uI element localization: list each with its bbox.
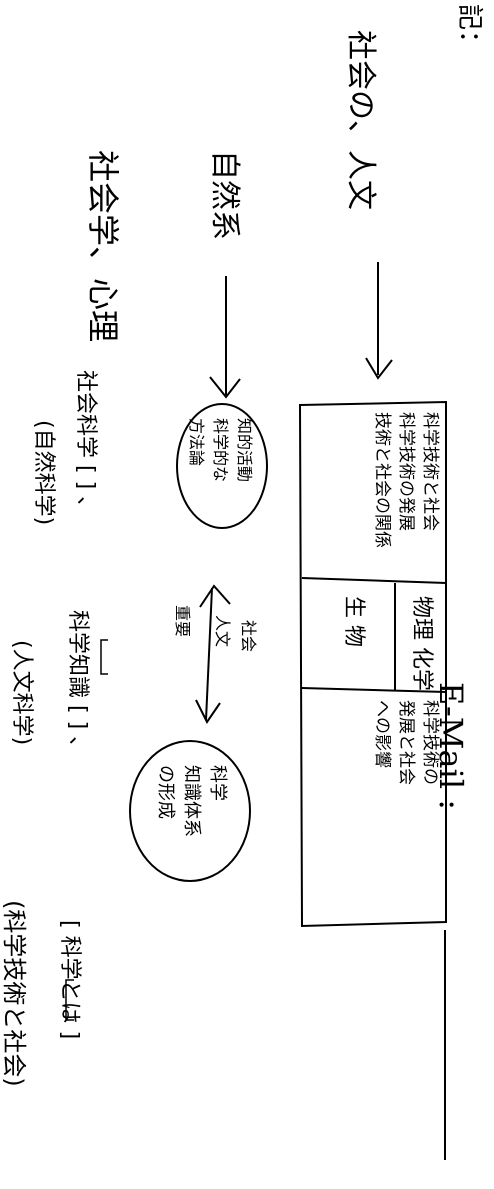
double-arrow-shaft [205,587,213,721]
double-arrowhead-down [195,699,221,724]
annotation-group-left: (人文科学) [9,640,34,746]
annotation-left-upper: 社会学、心理 [84,150,122,343]
arrow-label-3: 社会 [239,620,258,653]
circle-bottom-line-3: の形成 [155,765,176,819]
annotation-near-circle: 社会科学 [ ] 、 [73,370,98,519]
double-arrowhead-up [199,584,231,608]
arrowhead-right [365,357,393,380]
arrow-label-1: 重要 [173,605,192,638]
box-bottom-line-1: 科学技術の [420,700,440,785]
annotation-group-middle: 科学知識 [ ] 、 [65,610,90,759]
note-label: 記： [454,4,484,57]
box-mid-upper: 物理 化学 [409,596,434,691]
circle-bottom-line-2: 知識体系 [181,765,202,837]
box-mid-lower: 生 物 [341,596,366,647]
circle-bottom [129,740,251,882]
box-top-line-2: 科学技術の発展 [396,412,416,531]
annotation-top-right: 社会の、人文 [343,30,378,210]
annotation-far-left-bottom: (科学技術と社会) [0,900,28,1087]
category-box [298,400,447,928]
circle-bottom-line-1: 科学 [207,765,228,801]
box-top-line-1: 科学技術と社会 [420,412,440,531]
annotation-mid-upper: 自然系 [207,150,242,240]
arrow-label-2: 人文 [213,615,232,648]
annotation-far-left: [ 科学とは ] [57,920,82,1040]
annotation-group-right: (自然科学) [31,420,56,526]
circle-top-line-2: 科学的な [211,418,230,483]
box-bottom-line-3: への影響 [372,700,392,768]
circle-top-line-3: 方法論 [187,418,206,467]
circle-top [176,403,268,529]
box-top-line-3: 技術と社会の関係 [372,412,392,548]
circle-top-line-1: 知的活動 [235,418,254,483]
box-bottom-line-2: 発展と社会 [396,700,416,785]
arrowhead-middle [209,376,241,399]
